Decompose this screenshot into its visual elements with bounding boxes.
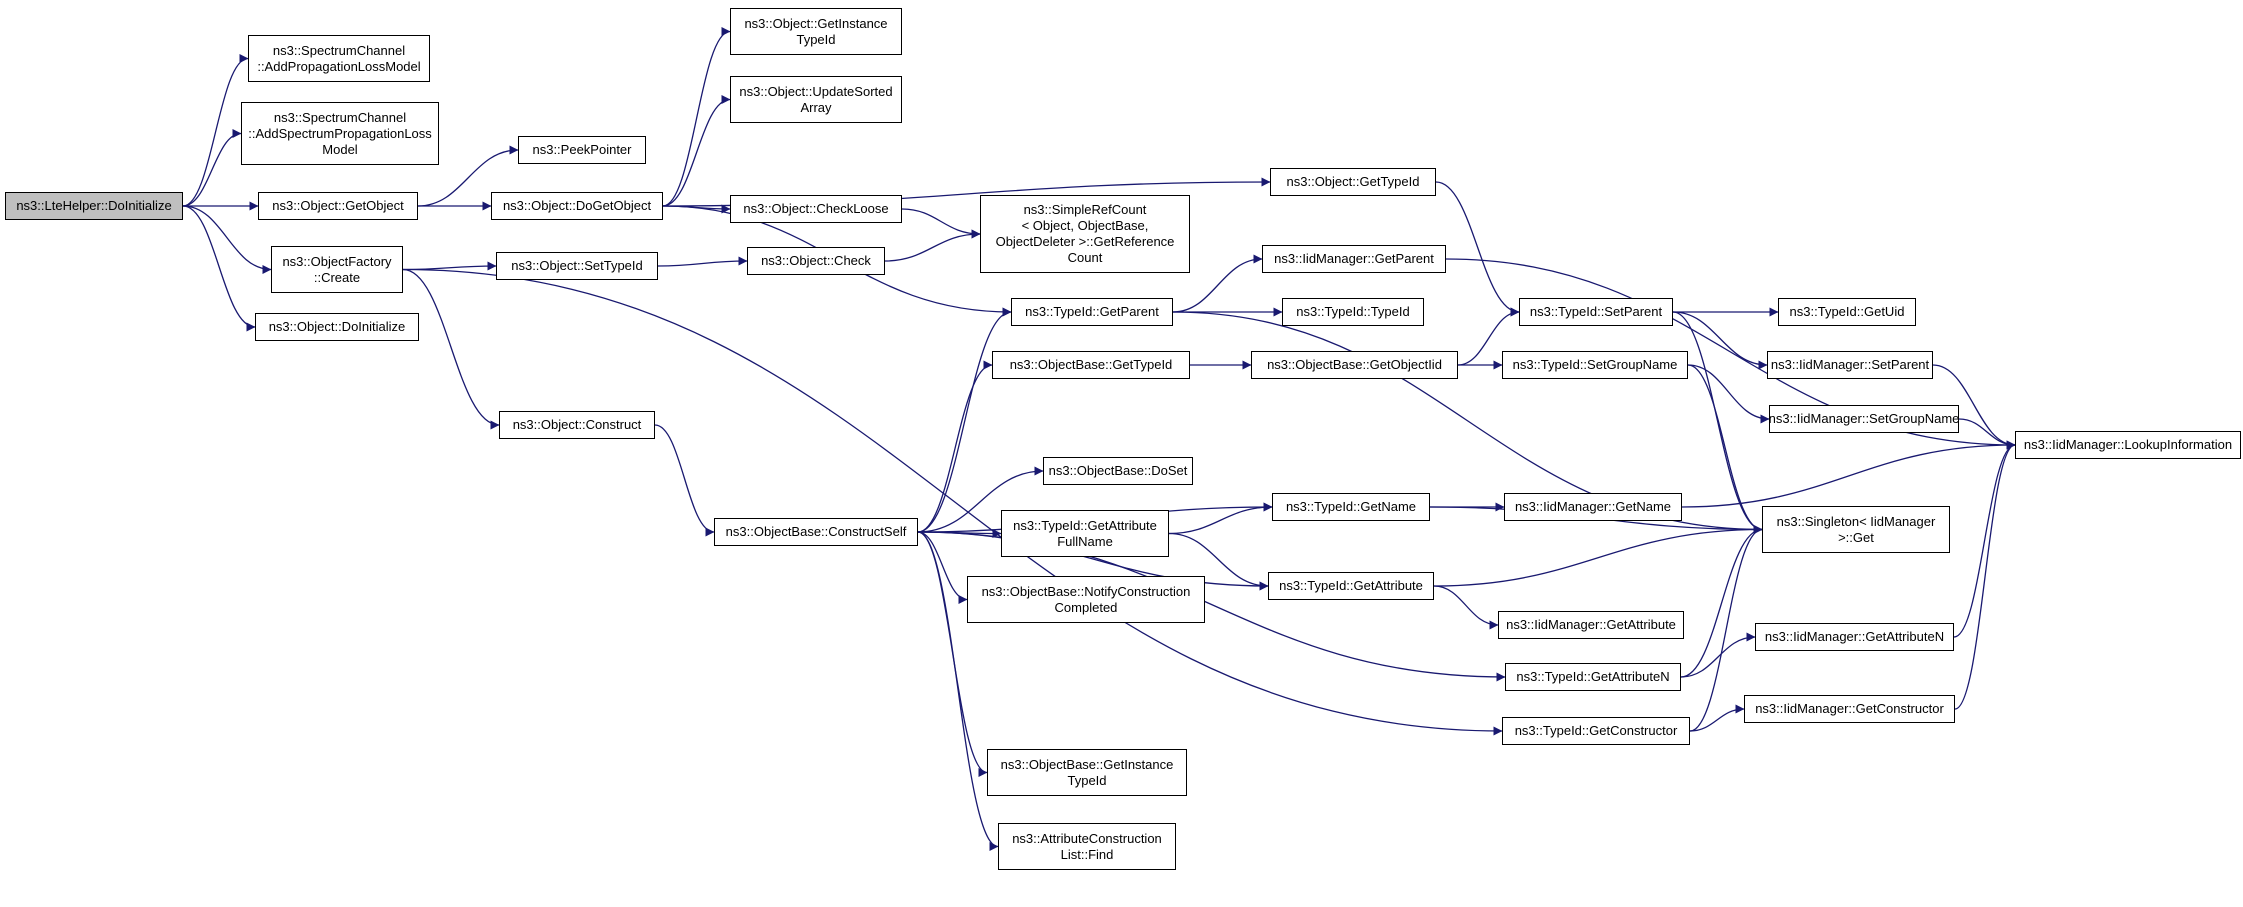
- node-obj-gettypeid[interactable]: ns3::Object::GetTypeId: [1270, 168, 1436, 196]
- node-iid-setparent[interactable]: ns3::IidManager::SetParent: [1767, 351, 1933, 379]
- node-iid-getparent[interactable]: ns3::IidManager::GetParent: [1262, 245, 1446, 273]
- node-tid-setgroupname[interactable]: ns3::TypeId::SetGroupName: [1502, 351, 1688, 379]
- node-obj-updsorted[interactable]: ns3::Object::UpdateSorted Array: [730, 76, 902, 123]
- edge-obj-settypeid-to-obj-check: [657, 256, 748, 267]
- node-tid-getattr[interactable]: ns3::TypeId::GetAttribute: [1268, 572, 1434, 600]
- node-obj-construct[interactable]: ns3::Object::Construct: [499, 411, 655, 439]
- edge-tid-getattr-to-iid-getattr: [1433, 585, 1499, 630]
- node-tid-typeid[interactable]: ns3::TypeId::TypeId: [1282, 298, 1424, 326]
- node-acl-find[interactable]: ns3::AttributeConstruction List::Find: [998, 823, 1176, 870]
- edge-ob-constructself-to-ob-gettypeid: [917, 360, 993, 533]
- edge-ob-constructself-to-acl-find: [917, 531, 999, 851]
- node-tid-setparent[interactable]: ns3::TypeId::SetParent: [1519, 298, 1673, 326]
- edge-ob-constructself-to-tid-getparent: [917, 307, 1012, 533]
- node-iid-getattr[interactable]: ns3::IidManager::GetAttribute: [1498, 611, 1684, 639]
- edge-iid-getname-to-iid-lookup: [1681, 440, 2016, 508]
- node-ob-constructself[interactable]: ns3::ObjectBase::ConstructSelf: [714, 518, 918, 546]
- edge-iid-setparent-to-iid-lookup: [1932, 364, 2016, 450]
- edge-iid-setgroupname-to-iid-lookup: [1958, 418, 2016, 450]
- edge-tid-getconstructor-to-iid-getconstructor: [1689, 704, 1745, 732]
- node-ob-getinst[interactable]: ns3::ObjectBase::GetInstance TypeId: [987, 749, 1187, 796]
- node-simplerefcount[interactable]: ns3::SimpleRefCount < Object, ObjectBase…: [980, 195, 1190, 273]
- node-iid-setgroupname[interactable]: ns3::IidManager::SetGroupName: [1769, 405, 1959, 433]
- edge-iid-getparent-to-iid-lookup: [1445, 258, 2016, 450]
- node-ob-gettypeid[interactable]: ns3::ObjectBase::GetTypeId: [992, 351, 1190, 379]
- node-iid-getconstructor[interactable]: ns3::IidManager::GetConstructor: [1744, 695, 1955, 723]
- edge-obj-checkloose-to-simplerefcount: [901, 208, 981, 239]
- node-peekpointer[interactable]: ns3::PeekPointer: [518, 136, 646, 164]
- edge-ob-constructself-to-ob-doset: [917, 466, 1044, 533]
- edge-root-to-sc-apl: [182, 54, 249, 207]
- edge-tid-getparent-to-iid-getparent: [1172, 254, 1263, 313]
- node-tid-getattrn[interactable]: ns3::TypeId::GetAttributeN: [1505, 663, 1681, 691]
- edge-root-to-obj-doinit: [182, 205, 256, 332]
- edge-obj-check-to-simplerefcount: [884, 229, 981, 262]
- node-sc-apl[interactable]: ns3::SpectrumChannel ::AddPropagationLos…: [248, 35, 430, 82]
- node-singleton-get[interactable]: ns3::Singleton< IidManager >::Get: [1762, 506, 1950, 553]
- edge-tid-setgroupname-to-singleton-get: [1687, 364, 1763, 534]
- edge-tid-getconstructor-to-singleton-get: [1689, 525, 1763, 732]
- edge-iid-getattrn-to-iid-lookup: [1953, 440, 2016, 638]
- edge-of-create-to-tid-getconstructor: [402, 268, 1503, 736]
- node-iid-lookup[interactable]: ns3::IidManager::LookupInformation: [2015, 431, 2241, 459]
- edge-root-to-sc-aspl: [182, 129, 242, 207]
- edge-obj-gettypeid-to-tid-setparent: [1435, 181, 1520, 317]
- edge-tid-getattrn-to-iid-getattrn: [1680, 632, 1756, 678]
- node-tid-getconstructor[interactable]: ns3::TypeId::GetConstructor: [1502, 717, 1690, 745]
- node-obj-doinit[interactable]: ns3::Object::DoInitialize: [255, 313, 419, 341]
- node-tid-getattrfull[interactable]: ns3::TypeId::GetAttribute FullName: [1001, 510, 1169, 557]
- edge-obj-dogetobject-to-obj-getinst: [662, 27, 731, 207]
- node-obj-checkloose[interactable]: ns3::Object::CheckLoose: [730, 195, 902, 223]
- node-ob-doset[interactable]: ns3::ObjectBase::DoSet: [1043, 457, 1193, 485]
- node-obj-getobject[interactable]: ns3::Object::GetObject: [258, 192, 418, 220]
- edge-obj-construct-to-ob-constructself: [654, 424, 715, 537]
- edge-of-create-to-obj-construct: [402, 268, 500, 430]
- edge-tid-setgroupname-to-iid-setgroupname: [1687, 364, 1770, 424]
- edge-root-to-of-create: [182, 205, 272, 274]
- node-obj-check[interactable]: ns3::Object::Check: [747, 247, 885, 275]
- edge-tid-getattrfull-to-tid-getattr: [1168, 532, 1269, 591]
- node-tid-getname[interactable]: ns3::TypeId::GetName: [1272, 493, 1430, 521]
- node-iid-getattrn[interactable]: ns3::IidManager::GetAttributeN: [1755, 623, 1954, 651]
- node-obj-getinst[interactable]: ns3::Object::GetInstance TypeId: [730, 8, 902, 55]
- node-sc-aspl[interactable]: ns3::SpectrumChannel ::AddSpectrumPropag…: [241, 102, 439, 165]
- edge-tid-getattrn-to-singleton-get: [1680, 525, 1763, 678]
- node-ob-getobjectiid[interactable]: ns3::ObjectBase::GetObjectIid: [1251, 351, 1458, 379]
- edge-iid-getconstructor-to-iid-lookup: [1954, 440, 2016, 710]
- node-tid-getuid[interactable]: ns3::TypeId::GetUid: [1778, 298, 1916, 326]
- edge-tid-getattr-to-singleton-get: [1433, 525, 1763, 587]
- edge-ob-constructself-to-ob-notify: [917, 531, 968, 604]
- node-root[interactable]: ns3::LteHelper::DoInitialize: [5, 192, 183, 220]
- edge-tid-getattrfull-to-tid-getname: [1168, 502, 1273, 535]
- edge-ob-getobjectiid-to-tid-setparent: [1457, 307, 1520, 366]
- node-obj-dogetobject[interactable]: ns3::Object::DoGetObject: [491, 192, 663, 220]
- edge-obj-dogetobject-to-obj-updsorted: [662, 95, 731, 207]
- edge-tid-setparent-to-iid-setparent: [1672, 311, 1768, 370]
- edge-obj-getobject-to-peekpointer: [417, 145, 519, 207]
- node-tid-getparent[interactable]: ns3::TypeId::GetParent: [1011, 298, 1173, 326]
- node-iid-getname[interactable]: ns3::IidManager::GetName: [1504, 493, 1682, 521]
- node-obj-settypeid[interactable]: ns3::Object::SetTypeId: [496, 252, 658, 280]
- node-ob-notify[interactable]: ns3::ObjectBase::NotifyConstruction Comp…: [967, 576, 1205, 623]
- node-of-create[interactable]: ns3::ObjectFactory ::Create: [271, 246, 403, 293]
